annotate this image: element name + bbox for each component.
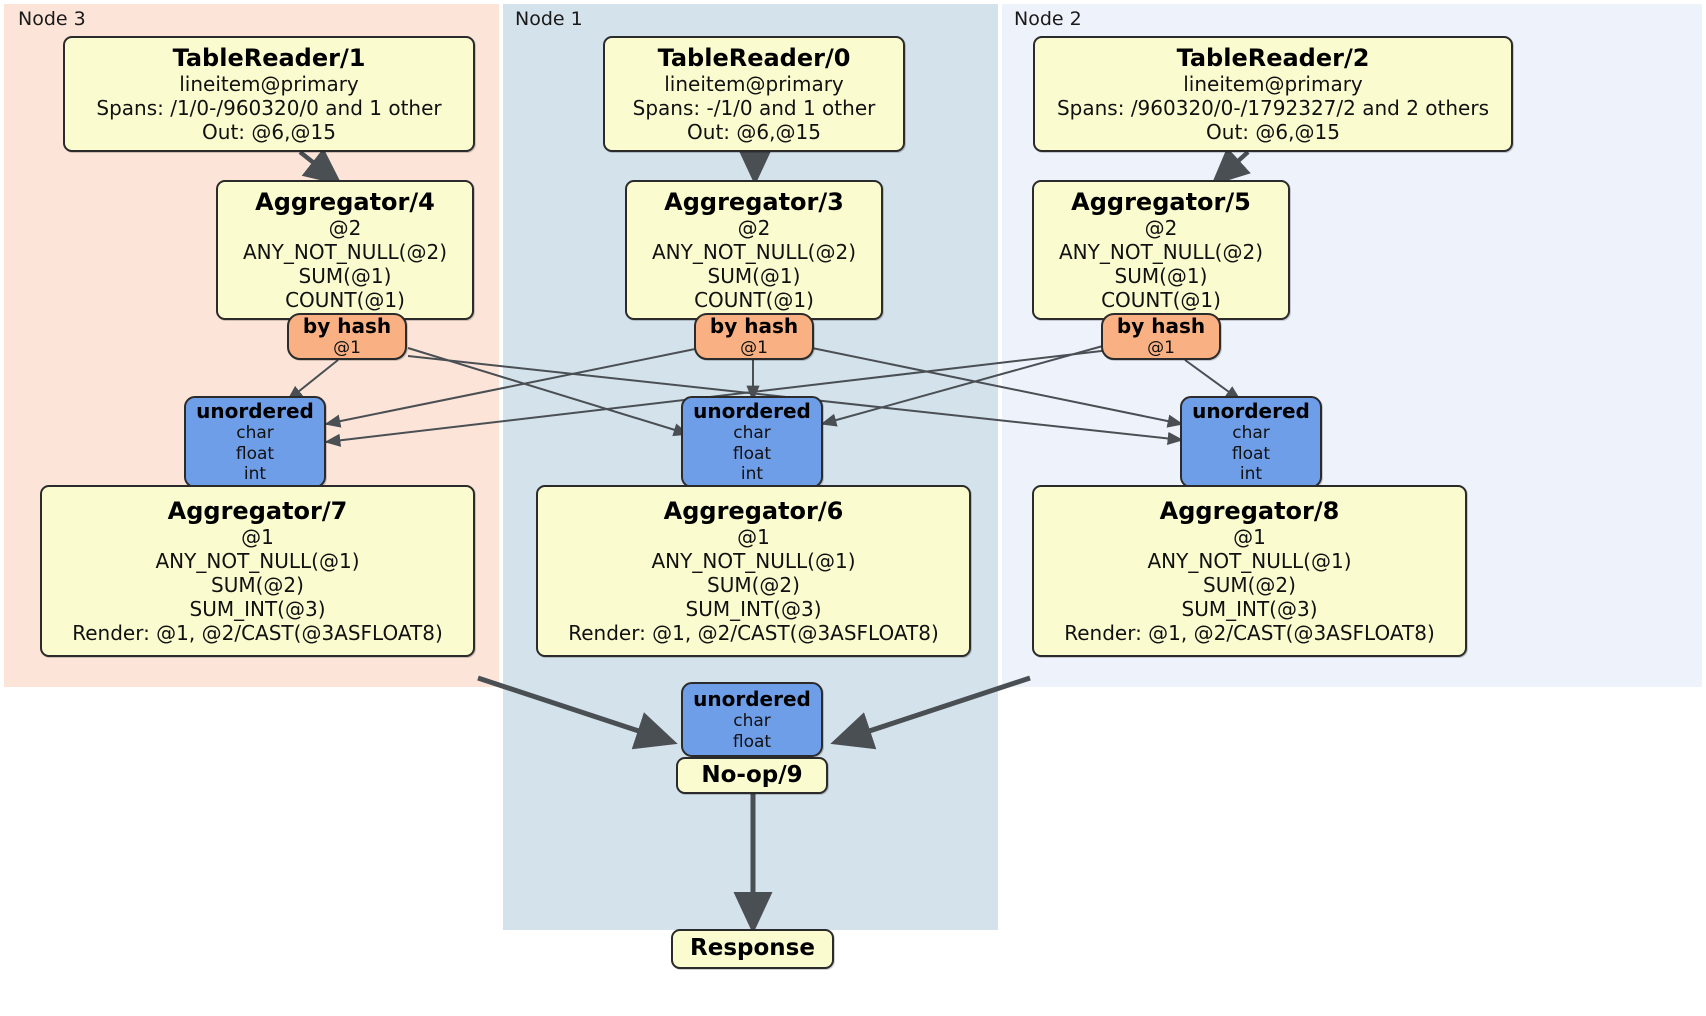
router-by-hash-center[interactable]: by hash @1 — [694, 313, 814, 360]
box-title: Aggregator/7 — [167, 496, 348, 525]
router-line: @1 — [1147, 337, 1175, 358]
processor-aggregator-5[interactable]: Aggregator/5 @2 ANY_NOT_NULL(@2) SUM(@1)… — [1032, 180, 1290, 320]
box-line: Spans: /960320/0-/1792327/2 and 2 others — [1056, 96, 1489, 121]
box-line: Out: @6,@15 — [1206, 120, 1340, 145]
box-title: No-op/9 — [701, 761, 803, 788]
processor-aggregator-3[interactable]: Aggregator/3 @2 ANY_NOT_NULL(@2) SUM(@1)… — [625, 180, 883, 320]
processor-response[interactable]: Response — [671, 929, 834, 969]
router-title: by hash — [1116, 313, 1206, 338]
box-line: SUM_INT(@3) — [685, 597, 822, 622]
synchronizer-unordered-right[interactable]: unordered char float int — [1180, 396, 1322, 488]
box-title: Aggregator/5 — [1071, 187, 1251, 216]
box-line: ANY_NOT_NULL(@1) — [1147, 549, 1352, 574]
box-line: COUNT(@1) — [1101, 288, 1221, 313]
sync-line: char — [236, 422, 274, 443]
box-title: Aggregator/6 — [663, 496, 844, 525]
sync-line: float — [732, 443, 772, 464]
router-title: by hash — [709, 313, 799, 338]
router-line: @1 — [333, 337, 361, 358]
processor-aggregator-4[interactable]: Aggregator/4 @2 ANY_NOT_NULL(@2) SUM(@1)… — [216, 180, 474, 320]
sync-line: int — [1239, 464, 1263, 485]
box-line: SUM(@2) — [707, 573, 800, 598]
router-by-hash-left[interactable]: by hash @1 — [287, 313, 407, 360]
box-line: SUM_INT(@3) — [189, 597, 326, 622]
sync-line: char — [733, 422, 771, 443]
box-line: lineitem@primary — [179, 72, 359, 97]
sync-title: unordered — [1192, 398, 1310, 423]
processor-tablereader-2[interactable]: TableReader/2 lineitem@primary Spans: /9… — [1033, 36, 1513, 152]
processor-aggregator-8[interactable]: Aggregator/8 @1 ANY_NOT_NULL(@1) SUM(@2)… — [1032, 485, 1467, 657]
box-line: SUM(@1) — [298, 264, 392, 289]
box-line: Out: @6,@15 — [202, 120, 336, 145]
box-line: SUM(@2) — [1203, 573, 1296, 598]
box-line: @2 — [1144, 216, 1178, 241]
box-line: ANY_NOT_NULL(@2) — [243, 240, 447, 265]
sync-line: float — [732, 731, 772, 752]
sync-line: char — [1232, 422, 1270, 443]
box-line: @1 — [737, 525, 770, 550]
box-line: ANY_NOT_NULL(@1) — [155, 549, 360, 574]
processor-tablereader-1[interactable]: TableReader/1 lineitem@primary Spans: /1… — [63, 36, 475, 152]
box-title: Response — [690, 935, 815, 962]
box-line: SUM(@2) — [211, 573, 304, 598]
box-line: ANY_NOT_NULL(@1) — [651, 549, 856, 574]
synchronizer-unordered-left[interactable]: unordered char float int — [184, 396, 326, 488]
synchronizer-unordered-final[interactable]: unordered char float — [681, 682, 823, 757]
box-line: Render: @1, @2/CAST(@3ASFLOAT8) — [1064, 621, 1435, 646]
box-line: Out: @6,@15 — [687, 120, 821, 145]
node-label-node1: Node 1 — [515, 8, 583, 30]
node-label-node3: Node 3 — [18, 8, 86, 30]
box-line: ANY_NOT_NULL(@2) — [1059, 240, 1263, 265]
box-line: Render: @1, @2/CAST(@3ASFLOAT8) — [568, 621, 939, 646]
box-line: COUNT(@1) — [285, 288, 405, 313]
processor-noop-9[interactable]: No-op/9 — [676, 757, 828, 794]
box-title: TableReader/2 — [1176, 43, 1370, 72]
box-line: lineitem@primary — [1183, 72, 1363, 97]
node-label-node2: Node 2 — [1014, 8, 1082, 30]
box-title: TableReader/0 — [657, 43, 851, 72]
box-line: @1 — [1233, 525, 1266, 550]
router-title: by hash — [302, 313, 392, 338]
processor-aggregator-7[interactable]: Aggregator/7 @1 ANY_NOT_NULL(@1) SUM(@2)… — [40, 485, 475, 657]
box-line: lineitem@primary — [664, 72, 844, 97]
sync-line: char — [733, 710, 771, 731]
box-line: Render: @1, @2/CAST(@3ASFLOAT8) — [72, 621, 443, 646]
sync-line: float — [235, 443, 275, 464]
processor-tablereader-0[interactable]: TableReader/0 lineitem@primary Spans: -/… — [603, 36, 905, 152]
sync-title: unordered — [196, 398, 314, 423]
box-line: COUNT(@1) — [694, 288, 814, 313]
box-title: Aggregator/3 — [664, 187, 844, 216]
box-line: SUM(@1) — [1114, 264, 1208, 289]
router-line: @1 — [740, 337, 768, 358]
sync-title: unordered — [693, 398, 811, 423]
box-line: @2 — [328, 216, 362, 241]
sync-line: int — [243, 464, 267, 485]
box-title: TableReader/1 — [172, 43, 366, 72]
box-line: @1 — [241, 525, 274, 550]
processor-aggregator-6[interactable]: Aggregator/6 @1 ANY_NOT_NULL(@1) SUM(@2)… — [536, 485, 971, 657]
box-line: ANY_NOT_NULL(@2) — [652, 240, 856, 265]
box-line: @2 — [737, 216, 771, 241]
box-line: SUM_INT(@3) — [1181, 597, 1318, 622]
box-title: Aggregator/4 — [255, 187, 435, 216]
sync-title: unordered — [693, 686, 811, 711]
router-by-hash-right[interactable]: by hash @1 — [1101, 313, 1221, 360]
box-title: Aggregator/8 — [1159, 496, 1340, 525]
box-line: Spans: -/1/0 and 1 other — [632, 96, 876, 121]
sync-line: float — [1231, 443, 1271, 464]
box-line: SUM(@1) — [707, 264, 801, 289]
sync-line: int — [740, 464, 764, 485]
synchronizer-unordered-center[interactable]: unordered char float int — [681, 396, 823, 488]
box-line: Spans: /1/0-/960320/0 and 1 other — [96, 96, 442, 121]
